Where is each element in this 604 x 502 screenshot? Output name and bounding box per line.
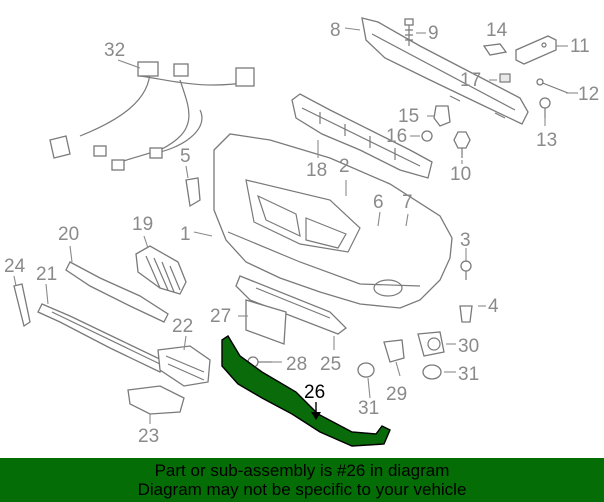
- clip-part-13[interactable]: [539, 97, 551, 118]
- label-part-8: 8: [330, 20, 341, 41]
- label-part-25: 25: [320, 354, 341, 375]
- arrow-part-26: [311, 402, 321, 420]
- label-part-12: 12: [578, 84, 599, 105]
- label-part-14: 14: [486, 20, 508, 41]
- label-part-19: 19: [132, 214, 153, 235]
- label-part-22: 22: [172, 316, 193, 337]
- grille-trim-part-20[interactable]: [65, 261, 169, 323]
- grommet-part-31-right[interactable]: [422, 364, 442, 380]
- bumper-cover[interactable]: [213, 133, 453, 309]
- label-part-6: 6: [373, 192, 384, 213]
- nut-part-10[interactable]: [453, 131, 471, 158]
- notice-banner: Part or sub-assembly is #26 in diagram D…: [0, 458, 604, 502]
- bracket-part-15[interactable]: [433, 105, 451, 127]
- side-grille-part-22[interactable]: [157, 345, 211, 387]
- label-part-31-left: 31: [358, 398, 379, 419]
- label-part-4: 4: [488, 296, 499, 317]
- clip-part-17[interactable]: [499, 73, 511, 83]
- label-part-18: 18: [306, 160, 327, 181]
- label-part-9: 9: [428, 23, 439, 44]
- label-part-2: 2: [339, 156, 350, 177]
- label-part-13: 13: [536, 130, 557, 151]
- plate-part-27[interactable]: [245, 299, 287, 345]
- label-part-15: 15: [398, 106, 419, 127]
- fog-trim-part-23[interactable]: [127, 385, 185, 415]
- label-part-32: 32: [104, 40, 125, 61]
- label-part-30: 30: [458, 336, 479, 357]
- side-trim-part-24[interactable]: [13, 283, 31, 328]
- part-labels: 8 9 14 11 17 12 15 13 16 18 10 2 32 5 6 …: [4, 20, 599, 447]
- label-part-28: 28: [286, 354, 307, 375]
- kidney-grille[interactable]: [135, 245, 187, 295]
- impact-bar[interactable]: [361, 17, 529, 125]
- wiring-harness[interactable]: [49, 61, 255, 171]
- label-part-10: 10: [450, 164, 471, 185]
- label-part-24: 24: [4, 256, 26, 277]
- bolt-part-9[interactable]: [404, 18, 414, 46]
- notice-line-2: Diagram may not be specific to your vehi…: [137, 480, 467, 499]
- label-part-20: 20: [58, 224, 79, 245]
- label-part-27: 27: [210, 306, 231, 327]
- lower-valance-part-26[interactable]: [221, 335, 391, 447]
- energy-absorber[interactable]: [291, 93, 433, 179]
- label-part-7: 7: [402, 192, 413, 213]
- leader-lines: [13, 27, 578, 424]
- sensor-part-30[interactable]: [417, 331, 445, 357]
- label-part-29: 29: [386, 384, 407, 405]
- exploded-parts-diagram: 8 9 14 11 17 12 15 13 16 18 10 2 32 5 6 …: [4, 17, 599, 447]
- label-part-16: 16: [386, 126, 407, 147]
- label-part-5: 5: [180, 146, 191, 167]
- notice-line-1: Part or sub-assembly is #26 in diagram: [154, 461, 450, 480]
- label-part-3: 3: [460, 230, 471, 251]
- grommet-part-31-left[interactable]: [357, 362, 375, 378]
- lower-grille-part-21[interactable]: [37, 303, 167, 373]
- bracket-part-14[interactable]: [482, 43, 508, 56]
- label-part-23: 23: [138, 426, 159, 447]
- clip-part-4[interactable]: [459, 305, 473, 323]
- label-part-1: 1: [180, 224, 191, 245]
- label-part-26: 26: [304, 382, 325, 403]
- lower-deflector[interactable]: [235, 275, 347, 335]
- bracket-part-11[interactable]: [515, 35, 557, 65]
- label-part-17: 17: [460, 70, 481, 91]
- label-part-11: 11: [570, 36, 590, 57]
- clip-part-3[interactable]: [460, 260, 472, 280]
- cap-part-5[interactable]: [185, 177, 201, 208]
- label-part-31-right: 31: [458, 364, 479, 385]
- label-part-21: 21: [36, 264, 57, 285]
- sensor-part-29[interactable]: [383, 339, 405, 363]
- screw-part-12[interactable]: [536, 78, 569, 94]
- clip-part-16[interactable]: [421, 130, 433, 142]
